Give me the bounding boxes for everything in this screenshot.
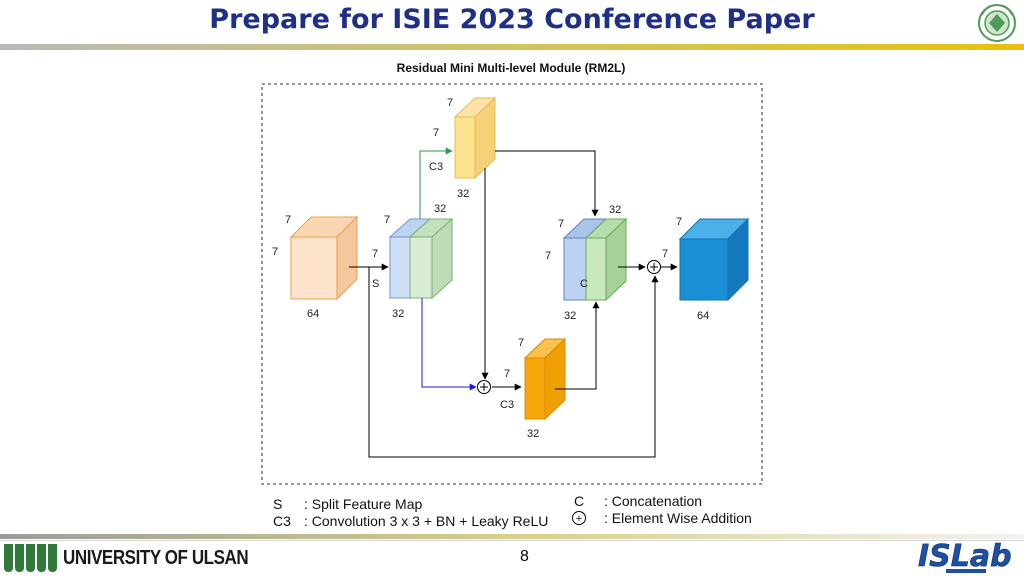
output-dim-left: 7 — [662, 248, 668, 260]
university-name: UNIVERSITY OF ULSAN — [63, 546, 249, 569]
output-cube — [678, 217, 750, 302]
input-dim-left: 7 — [272, 246, 278, 258]
footer-bar — [0, 534, 1024, 539]
legend-s-symbol: S — [273, 496, 282, 512]
top-conv-dim-top: 7 — [447, 97, 453, 109]
split-dim-top: 7 — [384, 214, 390, 226]
top-conv-channels: 32 — [457, 188, 469, 200]
add-node-bottom — [477, 380, 491, 394]
islab-logo-text: ISLab — [918, 539, 1012, 574]
output-channels: 64 — [697, 310, 709, 322]
split-block — [388, 217, 454, 300]
university-mark-icon — [4, 544, 57, 572]
legend-c3-text: : Convolution 3 x 3 + BN + Leaky ReLU — [304, 513, 548, 529]
split-channels-top: 32 — [434, 203, 446, 215]
legend-s-text: : Split Feature Map — [304, 496, 422, 512]
input-dim-top: 7 — [285, 214, 291, 226]
bottom-conv-block — [523, 337, 567, 421]
concat-block — [562, 217, 628, 302]
bottom-conv-channels: 32 — [527, 428, 539, 440]
concat-dim-left: 7 — [545, 250, 551, 262]
input-channels: 64 — [307, 308, 319, 320]
legend-add-symbol: + — [576, 513, 582, 525]
islab-logo: ISLab — [918, 539, 1012, 575]
header-bar — [0, 44, 1024, 50]
diagram-title: Residual Mini Multi-level Module (RM2L) — [397, 61, 626, 75]
page-number: 8 — [520, 548, 529, 565]
bottom-conv-dim-top: 7 — [518, 337, 524, 349]
legend-c-symbol: C — [574, 493, 584, 509]
input-cube — [289, 215, 359, 301]
top-conv-dim-left: 7 — [433, 127, 439, 139]
legend-c3-symbol: C3 — [273, 513, 291, 529]
connection-arrows — [349, 147, 678, 458]
concat-channels-bottom: 32 — [564, 310, 576, 322]
legend-add-text: : Element Wise Addition — [604, 510, 752, 526]
bottom-conv-op-label: C3 — [500, 399, 514, 411]
legend: S : Split Feature Map C3 : Convolution 3… — [273, 493, 752, 529]
slide-title: Prepare for ISIE 2023 Conference Paper — [209, 4, 815, 35]
university-logo: UNIVERSITY OF ULSAN — [4, 542, 281, 574]
add-node-output — [647, 260, 661, 274]
legend-c-text: : Concatenation — [604, 493, 702, 509]
split-dim-left: 7 — [372, 248, 378, 260]
top-conv-block — [453, 96, 497, 180]
concat-dim-top: 7 — [558, 218, 564, 230]
split-channels-bottom: 32 — [392, 308, 404, 320]
concat-op-label: C — [580, 278, 588, 290]
output-dim-top: 7 — [676, 216, 682, 228]
bottom-conv-dim-left: 7 — [504, 368, 510, 380]
university-crest-icon — [978, 4, 1016, 42]
top-conv-op-label: C3 — [429, 161, 443, 173]
footer-divider — [0, 540, 1024, 541]
split-op-label: S — [372, 278, 379, 290]
concat-channels-top: 32 — [609, 204, 621, 216]
legend-add-icon — [572, 511, 586, 525]
